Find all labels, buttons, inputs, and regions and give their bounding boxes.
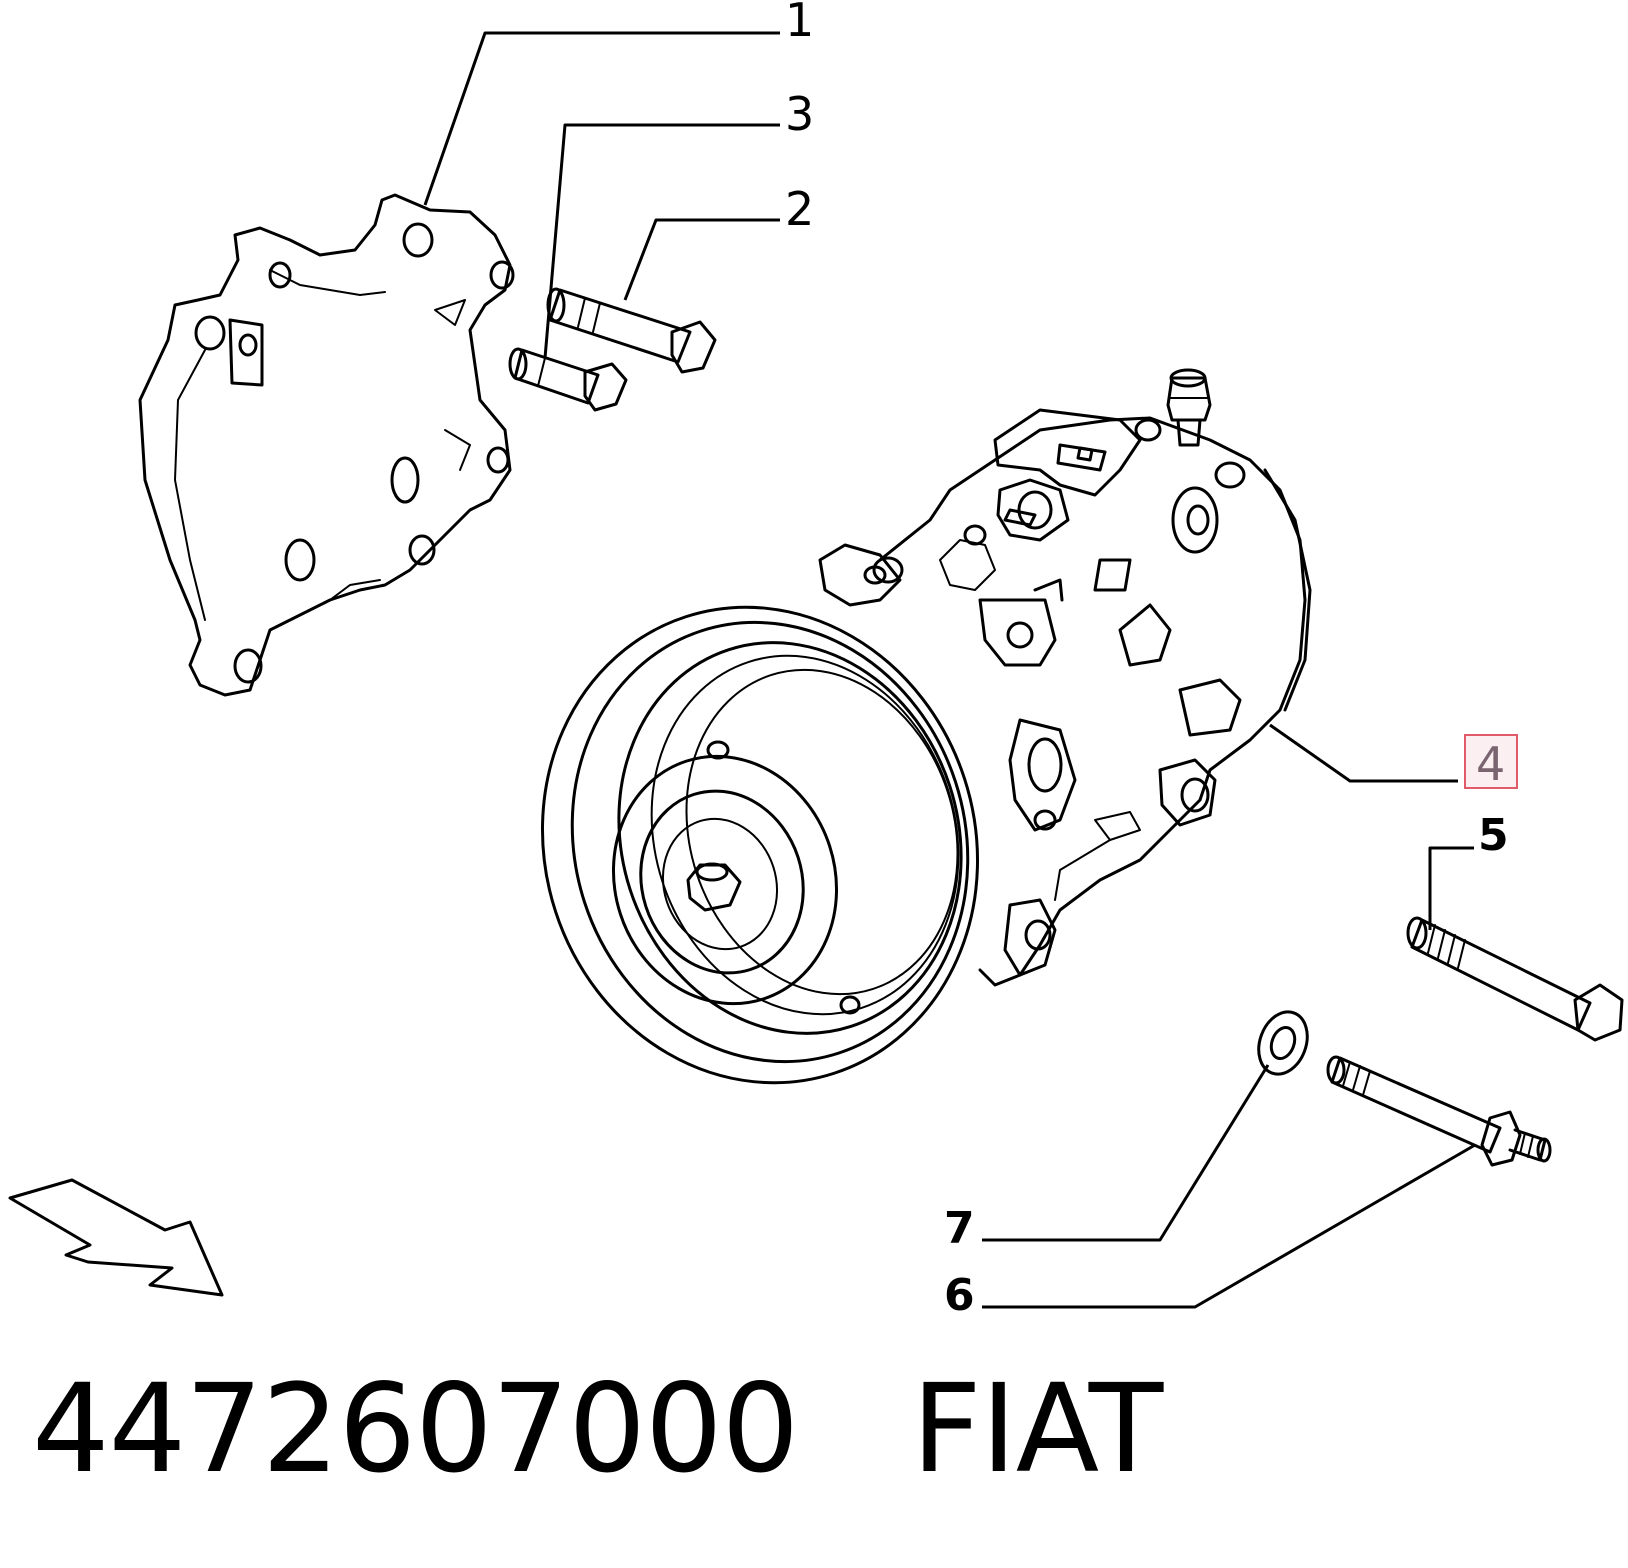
leader-line-3 [543,123,780,359]
callout-4-highlight-box [1464,734,1518,789]
leader-line-4 [1269,723,1458,783]
callout-3: 3 [785,87,814,141]
callout-6: 6 [944,1270,975,1321]
brand-name: FIAT [911,1358,1164,1500]
callout-7: 7 [944,1203,975,1254]
washer-part [1257,1010,1309,1076]
part-number: 4472607000 [32,1358,799,1500]
leader-line-2 [623,218,780,301]
part-caption: 4472607000 FIAT [32,1368,1163,1490]
bolt-part-2 [546,287,717,374]
callout-2: 2 [785,182,814,236]
callout-5: 5 [1478,810,1509,861]
ac-compressor-part [540,368,1312,1085]
bolt-part-5 [1406,916,1624,1042]
callout-4[interactable]: 4 [1476,737,1505,791]
leader-line-7 [982,1064,1270,1242]
callout-1: 1 [785,0,814,47]
leader-line-6 [982,1143,1476,1309]
leader-line-1 [423,31,780,206]
stud-part [1326,1055,1552,1167]
direction-arrow-icon [8,1178,224,1297]
leader-line-5 [1428,846,1474,930]
bolt-part-3 [508,347,628,412]
mounting-bracket-part [138,193,515,697]
